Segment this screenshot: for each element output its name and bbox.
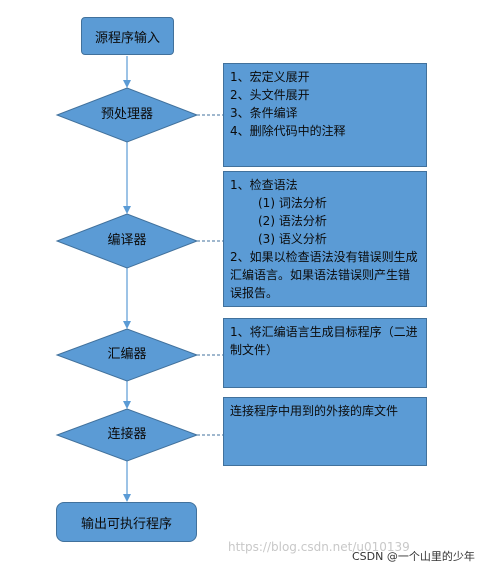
end-node-label: 输出可执行程序 xyxy=(80,516,172,532)
end-node: 输出可执行程序 xyxy=(56,502,197,542)
note-line: 1、宏定义展开 xyxy=(230,70,310,84)
decision-diamond-preprocessor xyxy=(55,87,199,143)
compiler-label: 编译器 xyxy=(107,233,147,248)
preprocessor-label: 预处理器 xyxy=(100,107,153,122)
note-paragraph: 连接程序中用到的外接的库文件 xyxy=(230,404,399,418)
note-line: 2、头文件展开 xyxy=(230,88,310,102)
start-node-label: 源程序输入 xyxy=(94,30,160,46)
linker-note: 连接程序中用到的外接的库文件 xyxy=(223,397,427,466)
note-line: 4、删除代码中的注释 xyxy=(230,124,346,138)
decision-diamond-assembler xyxy=(55,328,199,382)
note-line: 3、条件编译 xyxy=(230,106,298,120)
note-sub-line: (2) 语法分析 xyxy=(258,214,327,228)
note-paragraph: 2、如果以检查语法没有错误则生成汇编语言。如果语法错误则产生错误报告。 xyxy=(230,250,418,300)
start-node: 源程序输入 xyxy=(81,17,174,55)
decision-diamond-compiler xyxy=(55,213,199,269)
decision-diamond-linker xyxy=(55,408,199,462)
author-credit: CSDN @一个山里的少年 xyxy=(352,550,475,563)
note-line: 1、检查语法 xyxy=(230,178,298,192)
note-sub-line: (3) 语义分析 xyxy=(258,232,327,246)
assembler-label: 汇编器 xyxy=(107,347,147,362)
note-paragraph: 1、将汇编语言生成目标程序（二进制文件） xyxy=(230,325,418,357)
note-sub-line: (1) 词法分析 xyxy=(258,196,327,210)
linker-label: 连接器 xyxy=(107,427,147,442)
watermark-url: https://blog.csdn.net/u010139 xyxy=(228,540,410,554)
compiler-note: 1、检查语法 (1) 词法分析 (2) 语法分析 (3) 语义分析 2、如果以检… xyxy=(223,171,427,307)
assembler-note: 1、将汇编语言生成目标程序（二进制文件） xyxy=(223,318,427,388)
preprocessor-note: 1、宏定义展开 2、头文件展开 3、条件编译 4、删除代码中的注释 xyxy=(223,63,427,167)
